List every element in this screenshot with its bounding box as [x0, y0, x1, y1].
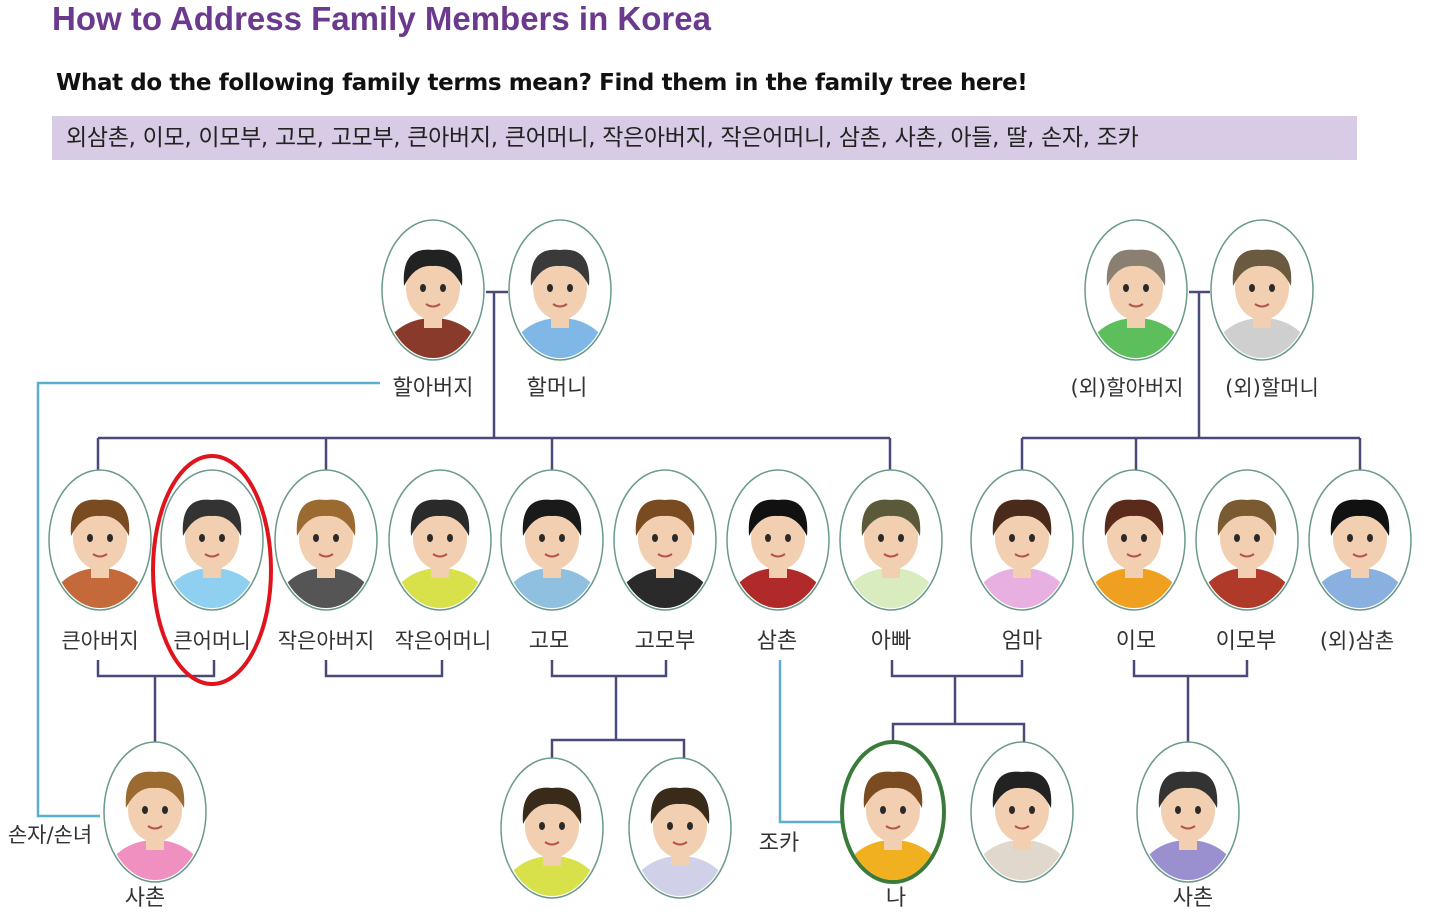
page-title: How to Address Family Members in Korea [52, 0, 711, 37]
label-grandmother: 할머니 [527, 376, 588, 401]
portrait-dad [839, 469, 943, 611]
portrait-maternal-grandmother [1210, 219, 1314, 361]
label-small-uncle: 작은아버지 [278, 629, 375, 653]
portrait-gomobu [613, 469, 717, 611]
label-nephew: 조카 [759, 831, 799, 856]
label-gomo: 고모 [529, 629, 569, 654]
highlight-circle [151, 454, 273, 686]
portrait-maternal-grandfather [1084, 219, 1188, 361]
label-mom: 엄마 [1002, 629, 1042, 654]
label-me: 나 [886, 886, 906, 911]
terms-bar: 외삼촌, 이모, 이모부, 고모, 고모부, 큰아버지, 큰어머니, 작은아버지… [52, 116, 1357, 160]
portrait-sibling [970, 741, 1074, 883]
label-grandfather: 할아버지 [393, 376, 474, 401]
terms-list: 외삼촌, 이모, 이모부, 고모, 고모부, 큰아버지, 큰어머니, 작은아버지… [66, 125, 1139, 151]
label-gomobu: 고모부 [635, 629, 696, 654]
portrait-me [840, 740, 946, 884]
label-big-aunt: 큰어머니 [173, 629, 250, 653]
portrait-small-uncle [274, 469, 378, 611]
label-cousin-left: 사촌 [125, 886, 165, 911]
label-big-uncle: 큰아버지 [61, 629, 138, 653]
portrait-samchon [726, 469, 830, 611]
tree-connectors [36, 290, 1362, 824]
label-small-aunt: 작은어머니 [395, 629, 492, 653]
portrait-grandmother [508, 219, 612, 361]
labels: 할아버지 할머니 (외)할아버지 (외)할머니 큰아버지 큰어머니 작은아버지 … [8, 376, 1394, 911]
label-cousin-right: 사촌 [1173, 886, 1213, 911]
label-imo: 이모 [1116, 629, 1156, 654]
portrait-mom [970, 469, 1074, 611]
portrait-imo [1082, 469, 1186, 611]
portrait-big-uncle [48, 469, 152, 611]
portrait-maternal-samchon [1308, 469, 1412, 611]
portrait-cousin-right [1136, 741, 1240, 883]
label-maternal-grandmother: (외)할머니 [1225, 376, 1319, 400]
portrait-imobu [1195, 469, 1299, 611]
label-grandchild: 손자/손녀 [8, 823, 92, 847]
label-dad: 아빠 [871, 629, 911, 654]
portrait-small-aunt [388, 469, 492, 611]
portrait-cousin-g2 [628, 757, 732, 899]
portraits [48, 219, 1412, 899]
label-maternal-samchon: (외)삼촌 [1320, 629, 1394, 653]
portrait-grandfather [381, 219, 485, 361]
portrait-gomo [500, 469, 604, 611]
label-samchon: 삼촌 [757, 629, 797, 654]
portrait-cousin-g1 [500, 757, 604, 899]
instruction-text: What do the following family terms mean?… [56, 70, 1028, 96]
portrait-cousin-left [103, 741, 207, 883]
label-imobu: 이모부 [1216, 629, 1277, 654]
portrait-big-aunt [160, 469, 264, 611]
label-maternal-grandfather: (외)할아버지 [1071, 376, 1184, 400]
